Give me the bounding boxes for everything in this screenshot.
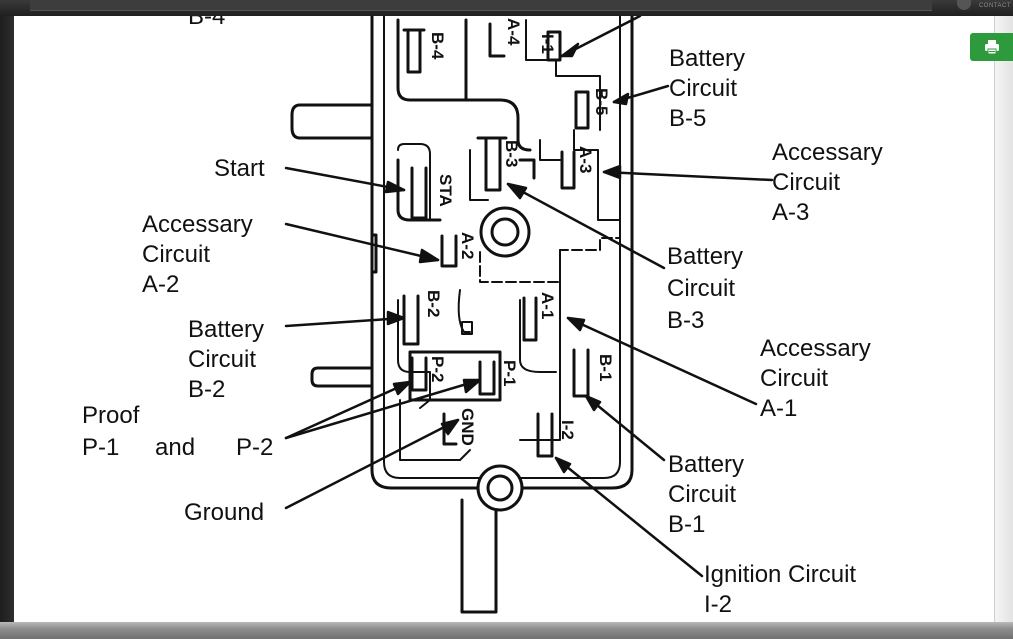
- terminal-b3-blade: [484, 136, 502, 192]
- arrow-start: [284, 166, 406, 192]
- contact-link[interactable]: CONTACT: [978, 3, 1011, 9]
- callout-battery-b2-line2: Circuit: [188, 346, 256, 373]
- switch-housing: [290, 16, 634, 614]
- callout-top-left: B-4: [188, 16, 225, 30]
- callout-proof-p2: P-2: [236, 434, 273, 461]
- callout-battery-b1-line2: Circuit: [668, 481, 736, 508]
- callout-battery-b5-line2: Circuit: [669, 75, 737, 102]
- bottom-bar: [0, 622, 1013, 639]
- terminal-sta-label: STA: [436, 174, 455, 207]
- callout-battery-b2-line1: Battery: [188, 316, 264, 343]
- arrow-b1: [584, 394, 666, 462]
- terminal-a2-blade: [440, 234, 458, 268]
- terminal-i1-label: I-1: [538, 34, 557, 54]
- terminal-p1-label: P-1: [500, 360, 519, 386]
- terminal-b2-blade: [402, 294, 420, 346]
- arrow-b3: [506, 182, 666, 270]
- terminal-i2-blade: [536, 412, 554, 458]
- terminal-a1-blade: [522, 296, 538, 342]
- callout-accessary-a1-line2: Circuit: [760, 365, 828, 392]
- browser-top-bar: CONTACT: [0, 0, 1013, 16]
- arrow-a3: [602, 170, 774, 182]
- terminal-a3-blade: [560, 150, 576, 190]
- callout-battery-b5-line1: Battery: [669, 45, 745, 72]
- callout-accessary-a1-line1: Accessary: [760, 335, 871, 362]
- arrow-a1: [566, 316, 758, 406]
- terminal-b1-blade: [572, 348, 590, 398]
- terminal-i2-label: I-2: [558, 420, 577, 440]
- callout-accessary-a3-line3: A-3: [772, 199, 809, 226]
- callout-accessary-a3-line1: Accessary: [772, 139, 883, 166]
- callout-battery-b2-line3: B-2: [188, 376, 225, 403]
- arrow-a2: [284, 222, 440, 262]
- terminal-b4-blade: [406, 28, 422, 74]
- terminal-a4-blade: [488, 22, 506, 58]
- callout-proof-line1: Proof: [82, 402, 140, 429]
- arrow-ground: [284, 418, 460, 510]
- callout-accessary-a3-line2: Circuit: [772, 169, 840, 196]
- callout-battery-b1-line1: Battery: [668, 451, 744, 478]
- terminal-b5-label: B-5: [592, 88, 611, 115]
- switch-terminal-diagram: B-4 A-4 I-1 B-5 B-3 A-3 STA A-2 B-2 A-1 …: [82, 16, 883, 618]
- callout-proof-p1: P-1: [82, 434, 119, 461]
- terminal-b2-label: B-2: [424, 290, 443, 317]
- print-icon: [985, 40, 999, 55]
- top-bar-strip: [30, 0, 932, 11]
- callout-accessary-a1-line3: A-1: [760, 395, 797, 422]
- arrow-p2: [284, 380, 412, 440]
- right-frame: [994, 16, 1013, 622]
- arrow-b2: [284, 316, 406, 328]
- callout-ignition-i2-line2: I-2: [704, 591, 732, 618]
- terminal-a1-label: A-1: [538, 292, 557, 319]
- terminal-gnd-label: GND: [458, 408, 477, 446]
- terminal-a2-label: A-2: [458, 232, 477, 259]
- contact-icon[interactable]: [957, 0, 971, 10]
- diagram-page: B-4 A-4 I-1 B-5 B-3 A-3 STA A-2 B-2 A-1 …: [14, 16, 994, 622]
- callout-proof-and: and: [155, 434, 195, 461]
- terminal-i1-blade: [546, 30, 562, 62]
- terminal-b4-label: B-4: [428, 32, 447, 60]
- callout-battery-b3-line1: Battery: [667, 243, 743, 270]
- callout-ground: Ground: [184, 499, 264, 526]
- callout-battery-b3-line3: B-3: [667, 307, 704, 334]
- print-button[interactable]: [970, 33, 1013, 61]
- callout-battery-b5-line3: B-5: [669, 105, 706, 132]
- callout-accessary-a2-line2: Circuit: [142, 241, 210, 268]
- terminal-b1-label: B-1: [596, 354, 615, 381]
- arrow-p1: [284, 378, 482, 440]
- callout-battery-b1-line3: B-1: [668, 511, 705, 538]
- terminal-a3-label: A-3: [576, 146, 595, 173]
- callout-accessary-a2-line1: Accessary: [142, 211, 253, 238]
- terminal-labels: B-4 A-4 I-1 B-5 B-3 A-3 STA A-2 B-2 A-1 …: [424, 18, 615, 446]
- terminal-b5-blade: [574, 90, 590, 130]
- callout-ignition-i2-line1: Ignition Circuit: [704, 561, 856, 588]
- leader-arrows: [284, 16, 774, 578]
- callout-battery-b3-line2: Circuit: [667, 275, 735, 302]
- terminal-p2-label: P-2: [428, 356, 447, 382]
- terminal-sta-blade: [410, 166, 428, 220]
- terminal-b3-label: B-3: [502, 140, 521, 167]
- terminal-a4-label: A-4: [504, 18, 523, 46]
- callout-labels: B-4 Battery Circuit B-5 Start Accessary …: [82, 16, 883, 618]
- arrow-i2: [554, 456, 704, 578]
- callout-accessary-a2-line3: A-2: [142, 271, 179, 298]
- callout-start: Start: [214, 155, 265, 182]
- left-frame: [0, 16, 14, 622]
- terminal-p1-blade: [478, 360, 496, 396]
- terminal-p2-blade: [410, 356, 428, 392]
